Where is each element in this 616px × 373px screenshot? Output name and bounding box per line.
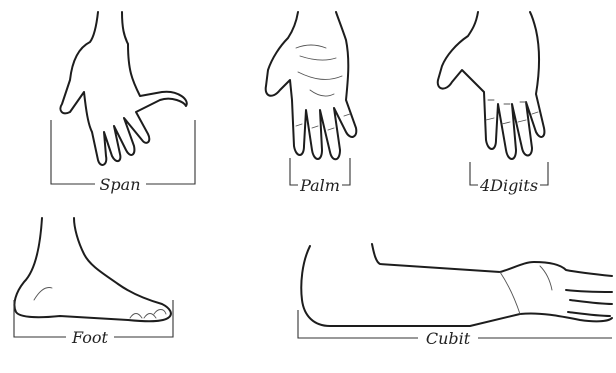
foot-label: Foot [71, 328, 108, 347]
cubit-arm-drawing [301, 244, 612, 326]
digits-figure: 4Digits [438, 12, 548, 195]
cubit-figure: Cubit [298, 244, 612, 348]
cubit-label: Cubit [426, 329, 471, 348]
foot-figure: Foot [14, 218, 173, 347]
palm-figure: Palm [266, 12, 357, 195]
palm-label: Palm [299, 176, 340, 195]
digits-hand-drawing [438, 12, 545, 159]
span-figure: Span [51, 12, 195, 194]
span-hand-drawing [60, 12, 186, 165]
digits-label: 4Digits [479, 176, 538, 195]
foot-drawing [14, 218, 170, 321]
palm-hand-drawing [266, 12, 357, 159]
span-label: Span [99, 175, 140, 194]
